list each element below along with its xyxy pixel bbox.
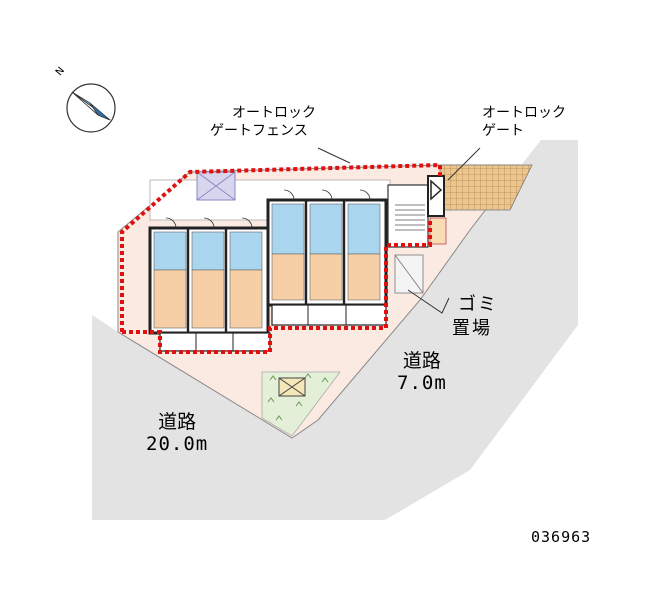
gate-callout-line2: ゲート	[482, 123, 524, 139]
building-left	[148, 226, 271, 352]
fence-callout-line2: ゲートフェンス	[210, 123, 308, 139]
door-swings	[165, 189, 371, 229]
stair-treads	[395, 204, 425, 231]
road-20m-area	[92, 315, 385, 520]
gate-callout: オートロック ゲート	[482, 104, 566, 140]
fence-callout-line1: オートロック	[232, 105, 316, 121]
road-20m-label: 道路 20.0m	[146, 411, 209, 456]
north-arrow-compass-icon	[66, 83, 116, 133]
garbage-label-line2: 置場	[452, 318, 492, 339]
garbage-label-line1: ゴミ	[458, 294, 498, 315]
property-code: 036963	[531, 528, 592, 546]
road-7m-name: 道路	[402, 350, 441, 372]
garbage-label: ゴミ 置場	[452, 293, 498, 341]
shrub-box	[429, 217, 447, 245]
road-20m-width: 20.0m	[146, 432, 209, 455]
leader-lines	[317, 147, 481, 314]
road-7m-label: 道路 7.0m	[397, 350, 447, 395]
autolock-fence	[120, 162, 442, 332]
road-7m-width: 7.0m	[397, 371, 447, 394]
gate-arrow-icon	[430, 179, 443, 201]
autolock-fence-bottom	[122, 218, 432, 354]
grass-marks	[267, 373, 329, 421]
fence-callout: オートロック ゲートフェンス	[210, 104, 316, 140]
road-20m-name: 道路	[158, 411, 197, 433]
building-right	[266, 198, 388, 326]
stair-block	[387, 184, 429, 248]
gate-callout-line1: オートロック	[482, 105, 566, 121]
road-7m-area	[292, 140, 578, 520]
